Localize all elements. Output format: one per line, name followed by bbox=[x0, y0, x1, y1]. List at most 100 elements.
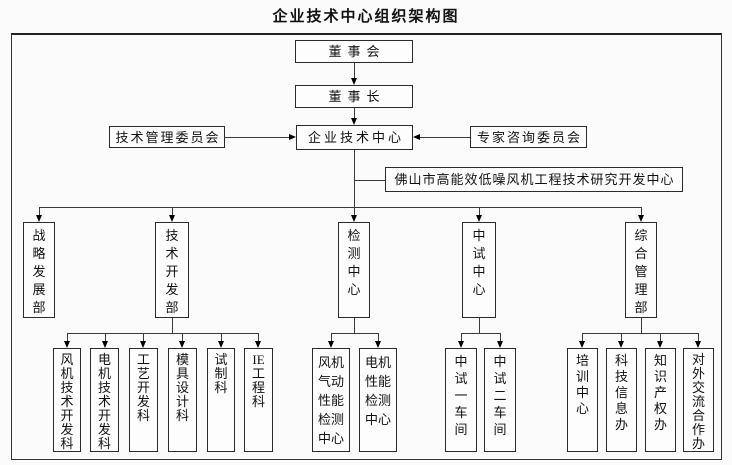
arrowhead-down-icon bbox=[496, 341, 503, 348]
node-label: 董事会 bbox=[328, 44, 386, 59]
node-label: 风机气动性能检测中心 bbox=[317, 355, 344, 446]
connector-level2-bus bbox=[39, 207, 641, 208]
arrowhead-down-icon bbox=[139, 341, 146, 348]
arrowhead-left-icon bbox=[413, 133, 420, 140]
arrowhead-right-icon bbox=[289, 133, 296, 140]
connector-testing-feed bbox=[354, 318, 355, 333]
arrowhead-down-icon bbox=[475, 215, 482, 222]
node-trial-production-section: 试制科 bbox=[207, 348, 235, 452]
chart-border-frame bbox=[11, 33, 722, 460]
chart-title: 企业技术中心组织架构图 bbox=[272, 9, 460, 25]
connector-drop bbox=[500, 333, 501, 341]
connector-drop-pilot bbox=[479, 207, 480, 215]
node-label: 知识产权办 bbox=[653, 353, 667, 432]
node-fan-aero-performance-test-center: 风机气动性能检测中心 bbox=[312, 348, 350, 452]
node-pilot-workshop-2: 中试二车间 bbox=[484, 348, 516, 452]
node-label: 中试二车间 bbox=[493, 354, 507, 437]
node-label: 试制科 bbox=[214, 352, 228, 395]
node-label: 风机技术开发科 bbox=[60, 352, 74, 451]
node-sci-tech-info-office: 科技信息办 bbox=[606, 348, 637, 452]
connector-drop bbox=[582, 333, 583, 341]
node-label: 佛山市高能效低噪风机工程技术研究开发中心 bbox=[394, 172, 675, 187]
connector-drop bbox=[221, 333, 222, 341]
node-label: 科技信息办 bbox=[614, 353, 628, 432]
arrowhead-down-icon bbox=[217, 341, 224, 348]
connector-drop-strategy bbox=[39, 207, 40, 215]
node-label: 检测中心 bbox=[347, 228, 361, 297]
arrowhead-down-icon bbox=[578, 341, 585, 348]
connector-admin-feed bbox=[641, 318, 642, 333]
node-fan-tech-development-section: 风机技术开发科 bbox=[53, 348, 81, 452]
node-external-exchange-cooperation-office: 对外交流合作办 bbox=[683, 348, 714, 452]
node-expert-advisory-committee: 专家咨询委员会 bbox=[470, 126, 587, 148]
arrowhead-down-icon bbox=[168, 215, 175, 222]
connector-testing-bus bbox=[331, 333, 378, 334]
node-label: 对外交流合作办 bbox=[691, 352, 705, 451]
arrowhead-down-icon bbox=[350, 118, 357, 125]
node-general-management-dept: 综合管理部 bbox=[625, 222, 657, 318]
node-label: 电机技术开发科 bbox=[97, 352, 111, 451]
arrowhead-down-icon bbox=[617, 341, 624, 348]
arrowhead-down-icon bbox=[178, 341, 185, 348]
node-training-center: 培训中心 bbox=[567, 348, 598, 452]
node-label: 中试中心 bbox=[472, 228, 486, 297]
node-label: 技术管理委员会 bbox=[115, 129, 221, 145]
connector-techcenter-trunk bbox=[354, 150, 355, 207]
connector-drop bbox=[258, 333, 259, 341]
node-intellectual-property-office: 知识产权办 bbox=[645, 348, 676, 452]
node-label: 综合管理部 bbox=[634, 228, 648, 315]
connector-drop bbox=[461, 333, 462, 341]
connector-drop bbox=[105, 333, 106, 341]
node-strategy-development-dept: 战略发展部 bbox=[23, 222, 55, 318]
node-motor-performance-test-center: 电机性能检测中心 bbox=[359, 348, 397, 452]
arrowhead-down-icon bbox=[35, 215, 42, 222]
connector-drop bbox=[143, 333, 144, 341]
connector-board-chairman bbox=[354, 63, 355, 78]
node-enterprise-tech-center: 企业技术中心 bbox=[296, 125, 413, 150]
node-board-of-directors: 董事会 bbox=[295, 40, 413, 63]
arrowhead-down-icon bbox=[254, 341, 261, 348]
node-label: 模具设计科 bbox=[175, 352, 189, 423]
connector-drop-testing bbox=[354, 207, 355, 215]
connector-pilot-feed bbox=[479, 318, 480, 333]
connector-drop bbox=[660, 333, 661, 341]
node-label: 工艺开发科 bbox=[136, 352, 150, 423]
connector-expert-techcenter bbox=[420, 137, 470, 138]
node-technology-development-dept: 技术开发部 bbox=[155, 222, 189, 318]
connector-drop bbox=[621, 333, 622, 341]
connector-techdev-bus bbox=[67, 333, 258, 334]
connector-research-branch bbox=[354, 180, 385, 181]
node-tech-management-committee: 技术管理委员会 bbox=[109, 126, 225, 148]
node-label: 培训中心 bbox=[575, 353, 589, 416]
node-label: 电机性能检测中心 bbox=[364, 355, 391, 427]
node-pilot-test-center: 中试中心 bbox=[462, 222, 496, 318]
connector-admin-bus bbox=[582, 333, 698, 334]
arrowhead-down-icon bbox=[637, 215, 644, 222]
arrowhead-down-icon bbox=[656, 341, 663, 348]
node-testing-center: 检测中心 bbox=[338, 222, 370, 318]
node-chairman: 董事长 bbox=[295, 85, 413, 108]
node-mold-design-section: 模具设计科 bbox=[168, 348, 197, 452]
connector-drop bbox=[67, 333, 68, 341]
node-label: 技术开发部 bbox=[165, 228, 179, 315]
connector-drop bbox=[331, 333, 332, 341]
connector-drop bbox=[698, 333, 699, 341]
node-label: 中试一车间 bbox=[454, 354, 468, 437]
node-pilot-workshop-1: 中试一车间 bbox=[445, 348, 477, 452]
arrowhead-down-icon bbox=[350, 215, 357, 222]
arrowhead-down-icon bbox=[327, 341, 334, 348]
arrowhead-down-icon bbox=[694, 341, 701, 348]
node-process-development-section: 工艺开发科 bbox=[129, 348, 158, 452]
connector-drop-admin bbox=[641, 207, 642, 215]
connector-pilot-bus bbox=[461, 333, 500, 334]
connector-drop bbox=[182, 333, 183, 341]
arrowhead-down-icon bbox=[350, 78, 357, 85]
node-label: IE工程科 bbox=[251, 352, 265, 409]
arrowhead-down-icon bbox=[101, 341, 108, 348]
connector-chairman-techcenter bbox=[354, 108, 355, 118]
node-motor-tech-development-section: 电机技术开发科 bbox=[90, 348, 119, 452]
connector-techmgmt-techcenter bbox=[225, 137, 289, 138]
connector-drop bbox=[378, 333, 379, 341]
arrowhead-down-icon bbox=[457, 341, 464, 348]
arrowhead-down-icon bbox=[63, 341, 70, 348]
